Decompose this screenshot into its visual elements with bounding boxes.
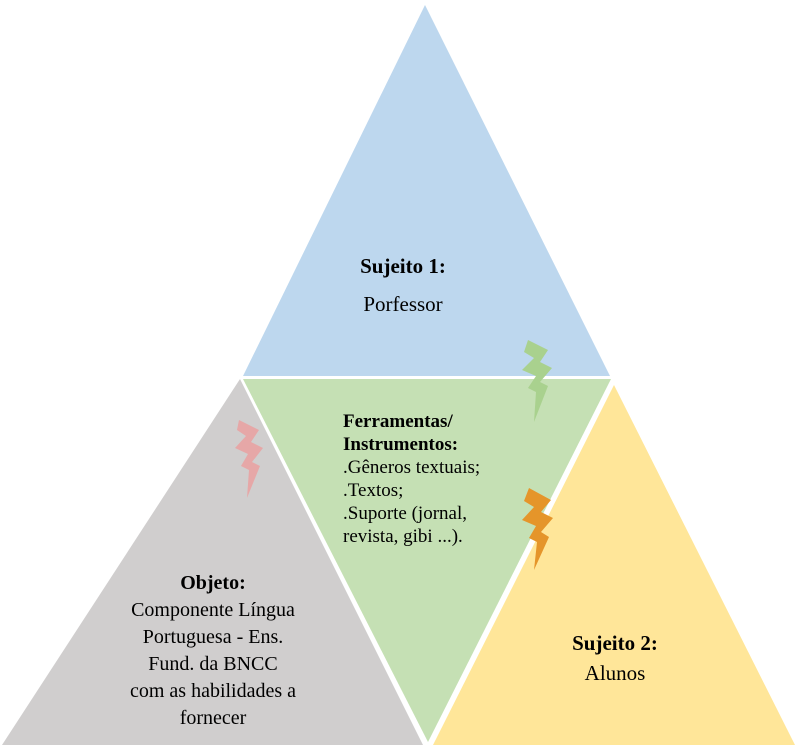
- sujeito2-title: Sujeito 2:: [572, 631, 658, 655]
- lightning-bolt-icon: [522, 488, 553, 570]
- ferramentas-title-line2: Instrumentos:: [343, 434, 459, 455]
- lightning-bolt-icon: [522, 340, 552, 422]
- objeto-triangle: [2, 379, 423, 745]
- ferramentas-item: .Textos;: [343, 480, 404, 501]
- sujeito1-title: Sujeito 1:: [360, 254, 446, 278]
- sujeito2-text: Alunos: [584, 661, 646, 685]
- ferramentas-title-line1: Ferramentas/: [343, 411, 453, 432]
- sujeito1-label: Sujeito 1: Porfessor: [323, 255, 483, 315]
- objeto-line: Componente Língua: [131, 599, 295, 621]
- ferramentas-triangle: [243, 379, 611, 742]
- ferramentas-item: .Gêneros textuais;: [343, 457, 481, 478]
- objeto-line: fornecer: [179, 707, 247, 729]
- objeto-line: Portuguesa - Ens.: [142, 626, 284, 648]
- objeto-line: com as habilidades a: [129, 680, 297, 702]
- sujeito2-triangle: [433, 385, 795, 745]
- ferramentas-label: Ferramentas/ Instrumentos: .Gêneros text…: [343, 410, 543, 548]
- objeto-label: Objeto: Componente Língua Portuguesa - E…: [118, 570, 308, 732]
- lightning-bolt-icon: [235, 420, 263, 498]
- objeto-line: Fund. da BNCC: [148, 653, 278, 675]
- objeto-title: Objeto:: [180, 572, 246, 594]
- ferramentas-item: revista, gibi ...).: [343, 526, 463, 547]
- sujeito1-text: Porfessor: [363, 292, 443, 316]
- sujeito2-label: Sujeito 2: Alunos: [540, 632, 690, 684]
- sujeito1-triangle: [243, 5, 610, 376]
- ferramentas-item: .Suporte (jornal,: [343, 503, 468, 524]
